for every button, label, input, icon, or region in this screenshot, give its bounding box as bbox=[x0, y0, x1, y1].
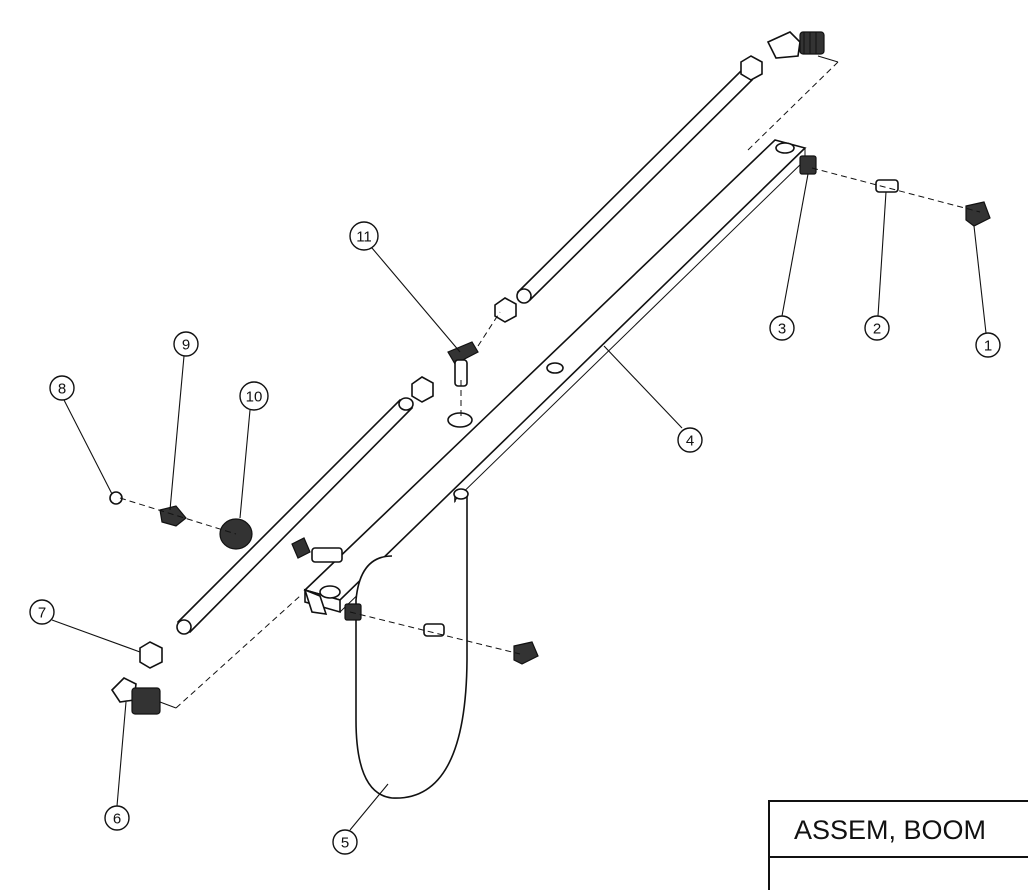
balloon-1-label: 1 bbox=[984, 338, 992, 355]
assembly-lines bbox=[119, 55, 981, 709]
balloon-4: 4 bbox=[677, 427, 703, 453]
balloon-8: 8 bbox=[49, 375, 75, 401]
balloon-1: 1 bbox=[975, 332, 1001, 358]
balloon-6-label: 6 bbox=[113, 811, 121, 828]
balloon-3: 3 bbox=[769, 315, 795, 341]
lower-elbow-fitting bbox=[110, 677, 161, 715]
balloon-9-label: 9 bbox=[182, 337, 190, 354]
lower-fittings bbox=[344, 603, 539, 665]
drawing-title: ASSEM, BOOM bbox=[770, 802, 1028, 858]
balloon-2-label: 2 bbox=[873, 321, 881, 338]
balloon-11: 11 bbox=[349, 221, 379, 251]
tee-fitting bbox=[447, 341, 479, 428]
balloon-5-label: 5 bbox=[341, 835, 349, 852]
balloon-7: 7 bbox=[29, 599, 55, 625]
balloon-6: 6 bbox=[104, 805, 130, 831]
balloon-4-label: 4 bbox=[686, 433, 694, 450]
balloon-9: 9 bbox=[173, 331, 199, 357]
balloon-2: 2 bbox=[864, 315, 890, 341]
u-hose bbox=[355, 488, 469, 799]
balloon-3-label: 3 bbox=[778, 321, 786, 338]
balloon-5: 5 bbox=[332, 829, 358, 855]
balloon-7-label: 7 bbox=[38, 605, 46, 622]
leader-lines bbox=[51, 173, 987, 831]
hex-nut-fittings bbox=[139, 55, 763, 669]
balloon-10-label: 10 bbox=[246, 389, 263, 406]
upper-right-fittings bbox=[799, 155, 991, 227]
balloon-11-label: 11 bbox=[356, 229, 372, 246]
upper-elbow-fitting bbox=[766, 31, 825, 59]
upper-hose bbox=[516, 68, 754, 304]
balloon-8-label: 8 bbox=[58, 381, 66, 398]
title-block: ASSEM, BOOM bbox=[768, 800, 1028, 890]
boom-bar bbox=[303, 139, 807, 615]
balloon-10: 10 bbox=[239, 381, 269, 411]
lower-hose bbox=[176, 397, 414, 635]
